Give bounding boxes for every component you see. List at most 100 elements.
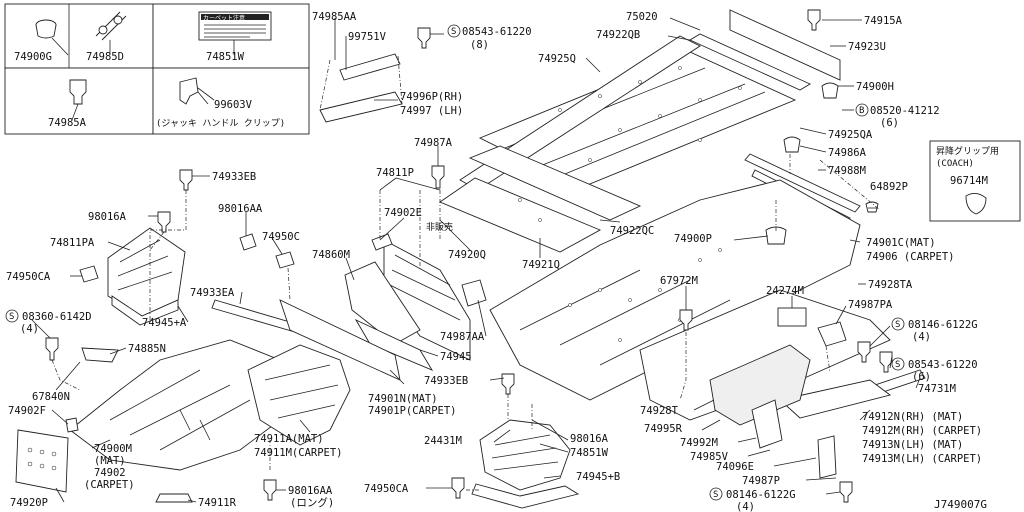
label-74911m: 74911M(CARPET): [254, 447, 343, 459]
s-symbol-letter-3: S: [895, 320, 900, 330]
label-74920q: 74920Q: [448, 249, 486, 261]
label-08146-6122g-b: 08146-6122G: [726, 489, 796, 501]
label-74922qb: 74922QB: [596, 29, 640, 41]
legend-label-99603v: 99603V: [214, 99, 253, 111]
label-98016a-top: 98016A: [88, 211, 127, 223]
label-74933eb-top: 74933EB: [212, 171, 256, 183]
s-symbol-icon-2: [5, 309, 19, 323]
label-08360-qty: (4): [20, 323, 39, 335]
floor-part-74995r: [709, 344, 811, 426]
label-64892p: 64892P: [870, 181, 908, 193]
bolt-08360-icon: [45, 337, 59, 361]
label-74915a: 74915A: [864, 15, 903, 27]
label-74901n: 74901N(MAT): [368, 393, 438, 405]
bumper-74900p-icon: [765, 226, 787, 245]
label-74988m: 74988M: [828, 165, 866, 177]
label-74902-carpet: (CARPET): [84, 479, 135, 491]
s-symbol-letter: S: [451, 27, 456, 37]
s-symbol-letter-2: S: [9, 312, 14, 322]
label-67840n: 67840N: [32, 391, 70, 403]
label-74945: 74945: [440, 351, 472, 363]
legend-label-74985a: 74985A: [48, 117, 87, 129]
label-67972m: 67972M: [660, 275, 698, 287]
fasteners: [45, 9, 893, 503]
label-98016aa-bot: 98016AA: [288, 485, 333, 497]
label-74902: 74902: [94, 467, 126, 479]
bracket-74096e: [817, 435, 837, 479]
label-74901c: 74901C(MAT): [866, 237, 936, 249]
callout-labels: 74985AA 99751V S 08543-61220 (8) 74996P(…: [5, 11, 987, 512]
label-08520-41212-qty: (6): [880, 117, 899, 129]
fastener-74950ca-icon: [79, 265, 99, 283]
label-not-for-sale: 非販売: [426, 221, 453, 233]
label-74992m: 74992M: [680, 437, 718, 449]
floor-panel-74922qc: [468, 145, 642, 221]
label-74995r: 74995R: [644, 423, 683, 435]
grommet-icon: [69, 79, 87, 105]
label-99751v: 99751V: [348, 31, 387, 43]
panel-holes: [518, 66, 742, 222]
label-74928t: 74928T: [640, 405, 679, 417]
label-74923u: 74923U: [848, 41, 886, 53]
label-08543-61220-top: 08543-61220: [462, 26, 532, 38]
fastener-98016a-icon: [157, 211, 171, 233]
label-74885n: 74885N: [128, 343, 166, 355]
clip-64892p-icon: [865, 201, 879, 213]
rail-75020: [689, 33, 811, 91]
label-74922qc: 74922QC: [610, 225, 654, 237]
fastener-98016aa-long-icon: [263, 479, 277, 501]
label-74900h: 74900H: [856, 81, 894, 93]
coach-box: 昇降グリップ用 (COACH) 96714M: [929, 140, 1021, 222]
coach-box-title: 昇降グリップ用: [936, 145, 999, 157]
label-74900m-mat: (MAT): [94, 455, 126, 467]
bumper-74986a-icon: [783, 136, 801, 153]
rear-floor-panels: [439, 9, 861, 253]
label-74851w-mid: 74851W: [570, 447, 609, 459]
label-74860m: 74860M: [312, 249, 350, 261]
label-74911r: 74911R: [198, 497, 237, 509]
fastener-74933eb-icon: [179, 169, 193, 191]
placard-title: カーペット注意: [203, 14, 245, 22]
label-74912n: 74912N(RH) (MAT): [862, 411, 963, 423]
side-trim-74912n: [779, 379, 892, 419]
label-74928ta: 74928TA: [868, 279, 913, 291]
label-08146-qty-r: (4): [912, 331, 931, 343]
s-symbol-letter-4: S: [895, 360, 900, 370]
label-74913n: 74913N(LH) (MAT): [862, 439, 963, 451]
grip-clip-icon: [965, 193, 987, 215]
clip-74987a-icon: [431, 165, 445, 189]
s-symbol-icon-5: [709, 487, 723, 501]
tunnel-bracket-assy: [344, 233, 487, 371]
bracket-74885n-icon: [81, 347, 119, 363]
front-mat-74911a: [247, 344, 351, 446]
label-74900p: 74900P: [674, 233, 712, 245]
label-74950ca-bot: 74950CA: [364, 483, 409, 495]
leader-dashes: [51, 154, 881, 491]
label-08520-41212: 08520-41212: [870, 105, 940, 117]
diagram-code: J749007G: [934, 498, 987, 511]
legend-box-99603v: [152, 67, 310, 135]
clip-74902f-icon: [65, 417, 79, 433]
fastener-74950c-icon: [275, 251, 295, 269]
label-74987aa: 74987AA: [440, 331, 485, 343]
coach-box-part: 96714M: [950, 175, 988, 187]
bracket-74860m: [344, 261, 421, 345]
label-75020: 75020: [626, 11, 658, 23]
label-08543-61220-r: 08543-61220: [908, 359, 978, 371]
label-74906: 74906 (CARPET): [866, 251, 955, 263]
s-symbol-icon-4: [891, 357, 905, 371]
label-24274m: 24274M: [766, 285, 804, 297]
fastener-74950ca-bot-icon: [451, 477, 465, 499]
bolt-74915a-icon: [807, 9, 821, 31]
pad-24274m: [777, 307, 807, 327]
label-74902f: 74902F: [8, 405, 46, 417]
fastener-74933eb-mid-icon: [501, 373, 515, 395]
side-panel-holes: [27, 447, 57, 471]
rear-rail-74923u: [729, 9, 841, 81]
part-74902e: [371, 233, 393, 251]
label-74731m: 74731M: [918, 383, 956, 395]
label-74986a: 74986A: [828, 147, 867, 159]
label-74985aa: 74985AA: [312, 11, 357, 23]
bolt-08146-r-icon: [857, 341, 871, 363]
legend-box-74900g: [4, 3, 154, 69]
